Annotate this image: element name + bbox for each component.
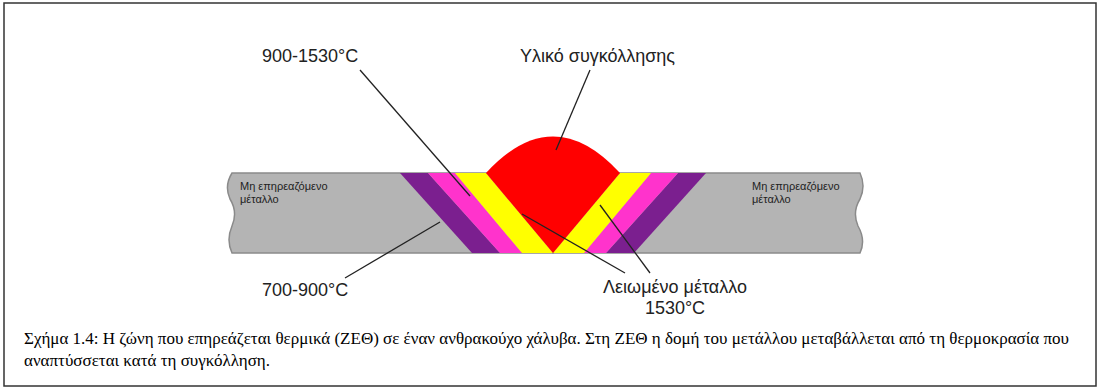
leader-line <box>522 214 625 273</box>
temperature-label: 700-900°C <box>262 280 382 301</box>
unaffected-metal-label: Μη επηρεαζόμενο μέταλλο <box>240 180 328 206</box>
figure-caption: Σχήμα 1.4: Η ζώνη που επηρεάζεται θερμικ… <box>24 328 1079 372</box>
figure-frame <box>4 3 1096 386</box>
leader-line <box>556 70 590 150</box>
leader-line <box>345 222 440 278</box>
weld-material-label: Υλικό συγκόλλησης <box>520 46 710 67</box>
leader-line <box>360 70 470 196</box>
unaffected-metal-label: Μη επηρεαζόμενο μέταλλο <box>752 180 840 206</box>
temperature-label: 900-1530°C <box>262 46 402 67</box>
molten-metal-label: Λειωμένο μέταλλο 1530°C <box>590 277 760 319</box>
weld-metal <box>486 137 620 254</box>
leader-line <box>600 205 650 273</box>
